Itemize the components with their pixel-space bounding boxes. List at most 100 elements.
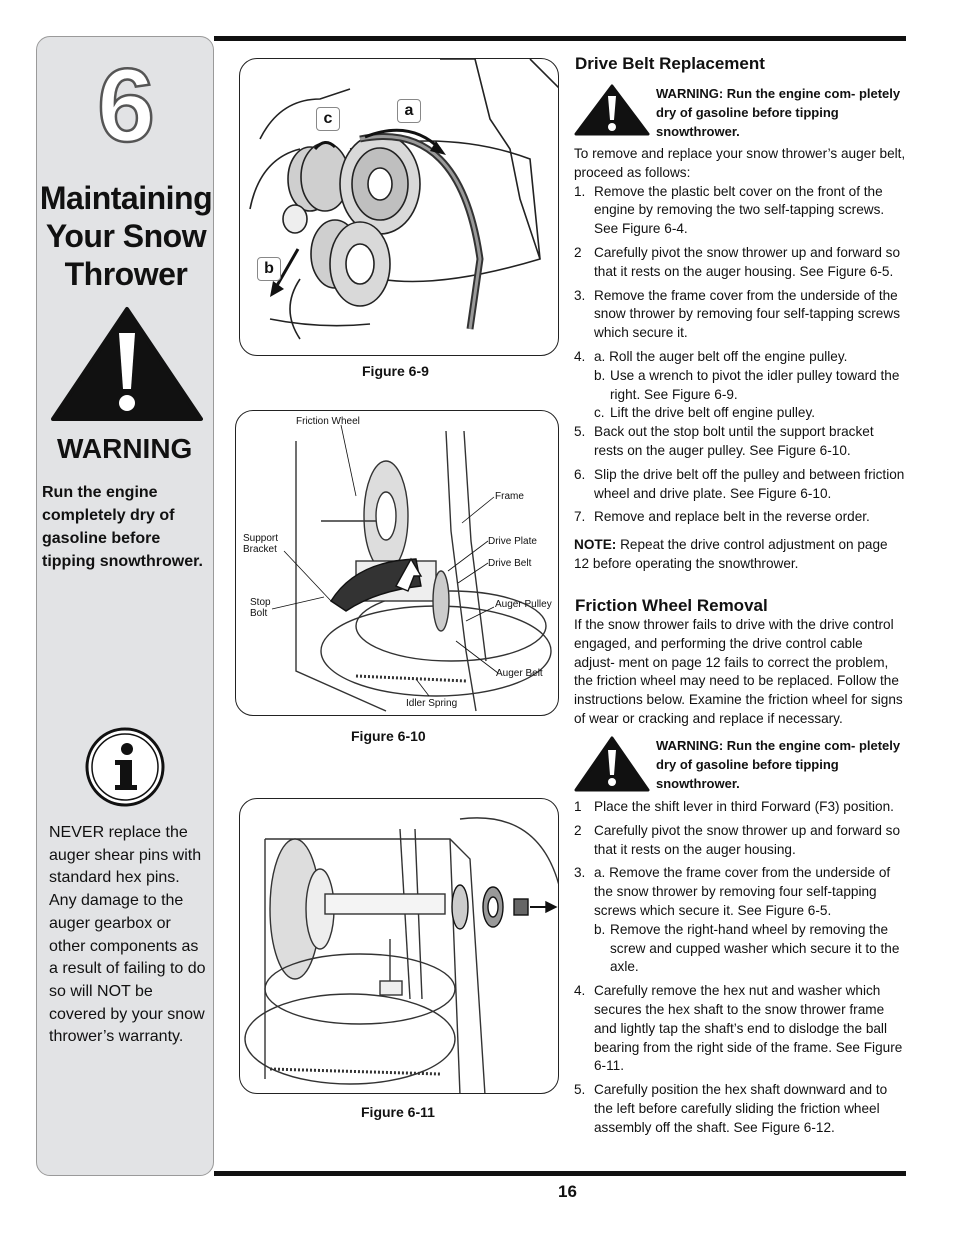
friction-wheel-heading: Friction Wheel Removal [575, 596, 768, 615]
step-number: 3. [574, 287, 586, 303]
label-line: Support [243, 533, 279, 544]
warning-text: WARNING: Run the engine com- pletely dry… [656, 738, 901, 791]
label-auger-pulley: Auger Pulley [495, 599, 552, 610]
step-text: Place the shift lever in third Forward (… [594, 799, 894, 814]
chapter-title: Maintaining Your Snow Thrower [37, 179, 215, 293]
step-text: Carefully remove the hex nut and washer … [594, 983, 903, 1074]
step-item: 5. Back out the stop bolt until the suppo… [574, 423, 906, 461]
substep-item: b.Remove the right-hand wheel by removin… [574, 921, 906, 977]
intro-paragraph: To remove and replace your snow thrower’… [574, 146, 906, 180]
step-number: 5. [574, 1082, 586, 1098]
step-item: 3. Remove the frame cover from the unders… [574, 287, 906, 343]
info-text: NEVER replace the auger shear pins with … [49, 824, 206, 1046]
warning-text: WARNING: Run the engine com- pletely dry… [656, 86, 901, 139]
step-number: 2 [574, 822, 582, 838]
drive-belt-warning: WARNING: Run the engine com- pletely dry… [574, 84, 904, 141]
step-number: 1 [574, 799, 582, 814]
chapter-number-text: 6 [97, 51, 155, 151]
bottom-rule [214, 1171, 906, 1176]
step-text: Carefully pivot the snow thrower up and … [594, 244, 901, 279]
step-text: Slip the drive belt off the pulley and b… [594, 466, 905, 501]
step-text: Remove the right-hand wheel by removing … [610, 921, 900, 975]
figure-caption: Figure 6-9 [362, 363, 429, 379]
warning-text: Run the engine completely dry of gasolin… [42, 484, 203, 570]
step-number: 4. [574, 348, 586, 364]
step-text: Remove the plastic belt cover on the fro… [594, 183, 885, 237]
friction-wheel-intro: If the snow thrower fails to drive with … [574, 617, 903, 726]
step-item: 4. Carefully remove the hex nut and washe… [574, 982, 906, 1076]
step-number: b. [594, 921, 606, 937]
step-number: c. [594, 405, 605, 421]
step-text: Use a wrench to pivot the idler pulley t… [610, 367, 900, 402]
drive-belt-illustration [271, 424, 552, 712]
callout-a: a [397, 99, 421, 123]
step-text: Remove the frame cover from the undersid… [594, 287, 900, 341]
pulley-illustration [249, 59, 558, 340]
label-line: Stop [250, 597, 271, 608]
label-frame: Frame [495, 491, 524, 502]
chapter-title-line: Your Snow [45, 218, 207, 254]
step-item: 2 Carefully pivot the snow thrower up and… [574, 822, 906, 860]
friction-wheel-warning: WARNING: Run the engine com- pletely dry… [574, 736, 904, 792]
step-text: Carefully position the hex shaft downwar… [594, 1082, 888, 1135]
figure-6-9: c a b [239, 58, 559, 356]
drive-belt-body: To remove and replace your snow thrower’… [574, 145, 906, 574]
callout-c: c [316, 107, 340, 131]
warning-heading: WARNING [57, 433, 193, 464]
step-text: Remove and replace belt in the reverse o… [594, 509, 870, 525]
step-number: 5. [574, 424, 586, 440]
page-number: 16 [558, 1182, 577, 1201]
note-label: NOTE: [574, 537, 617, 553]
label-line: Bracket [243, 544, 277, 555]
chapter-number-graphic: 6 [96, 47, 156, 166]
label-auger-belt: Auger Belt [496, 668, 543, 679]
note-text: Repeat the drive control adjustment on p… [574, 537, 888, 571]
step-item: 4. a. Roll the auger belt off the engine … [574, 348, 906, 367]
step-number: 2 [574, 244, 582, 260]
figure-caption: Figure 6-11 [361, 1104, 435, 1120]
label-friction-wheel: Friction Wheel [296, 416, 360, 427]
step-text: Lift the drive belt off engine pulley. [610, 405, 816, 421]
info-icon [85, 727, 165, 812]
label-drive-belt: Drive Belt [488, 558, 532, 569]
step-text: a. Remove the frame cover from the under… [594, 865, 891, 918]
label-stop-bolt: Stop Bolt [250, 597, 271, 619]
step-item: 2 Carefully pivot the snow thrower up and… [574, 244, 906, 282]
hex-shaft-illustration [244, 817, 558, 1093]
label-idler-spring: Idler Spring [406, 698, 458, 709]
step-item: 7. Remove and replace belt in the reverse… [574, 508, 906, 527]
figure-6-10: Friction Wheel Frame Support Bracket Dri… [235, 410, 559, 716]
chapter-number: 6 [37, 47, 215, 166]
step-number: 6. [574, 466, 586, 482]
step-number: 4. [574, 983, 586, 999]
label-drive-plate: Drive Plate [488, 536, 537, 547]
substep-item: b.Use a wrench to pivot the idler pulley… [574, 367, 906, 405]
chapter-title-line: Maintaining [39, 180, 213, 216]
step-text: Carefully pivot the snow thrower up and … [594, 822, 901, 857]
label-support-bracket: Support Bracket [243, 533, 278, 555]
drive-belt-heading: Drive Belt Replacement [575, 54, 765, 73]
step-item: 3. a. Remove the frame cover from the und… [574, 864, 906, 920]
figure-6-11 [239, 798, 559, 1094]
step-item: 1. Remove the plastic belt cover on the f… [574, 183, 906, 239]
step-item: 5. Carefully position the hex shaft downw… [574, 1081, 906, 1137]
warning-triangle-icon [574, 736, 650, 797]
note-paragraph: NOTE: Repeat the drive control adjustmen… [574, 536, 906, 574]
step-text: Back out the stop bolt until the support… [594, 424, 874, 458]
figure-caption: Figure 6-10 [351, 728, 426, 744]
top-rule [214, 36, 906, 41]
step-text: a. Roll the auger belt off the engine pu… [594, 348, 848, 364]
warning-triangle-icon [574, 84, 650, 141]
friction-wheel-steps: 1 Place the shift lever in third Forward … [574, 798, 906, 1138]
chapter-title-line: Thrower [64, 256, 188, 292]
step-item: 1 Place the shift lever in third Forward … [574, 798, 906, 817]
warning-triangle-icon [51, 305, 203, 428]
step-item: 6. Slip the drive belt off the pulley and… [574, 466, 906, 504]
step-number: b. [594, 367, 606, 383]
step-number: 1. [574, 183, 586, 199]
step-number: 7. [574, 509, 586, 525]
chapter-sidebar: 6 Maintaining Your Snow Thrower WARNING … [36, 36, 214, 1176]
label-line: Bolt [250, 608, 268, 619]
step-number: 3. [574, 865, 586, 881]
substep-item: c. Lift the drive belt off engine pulley. [574, 404, 906, 423]
